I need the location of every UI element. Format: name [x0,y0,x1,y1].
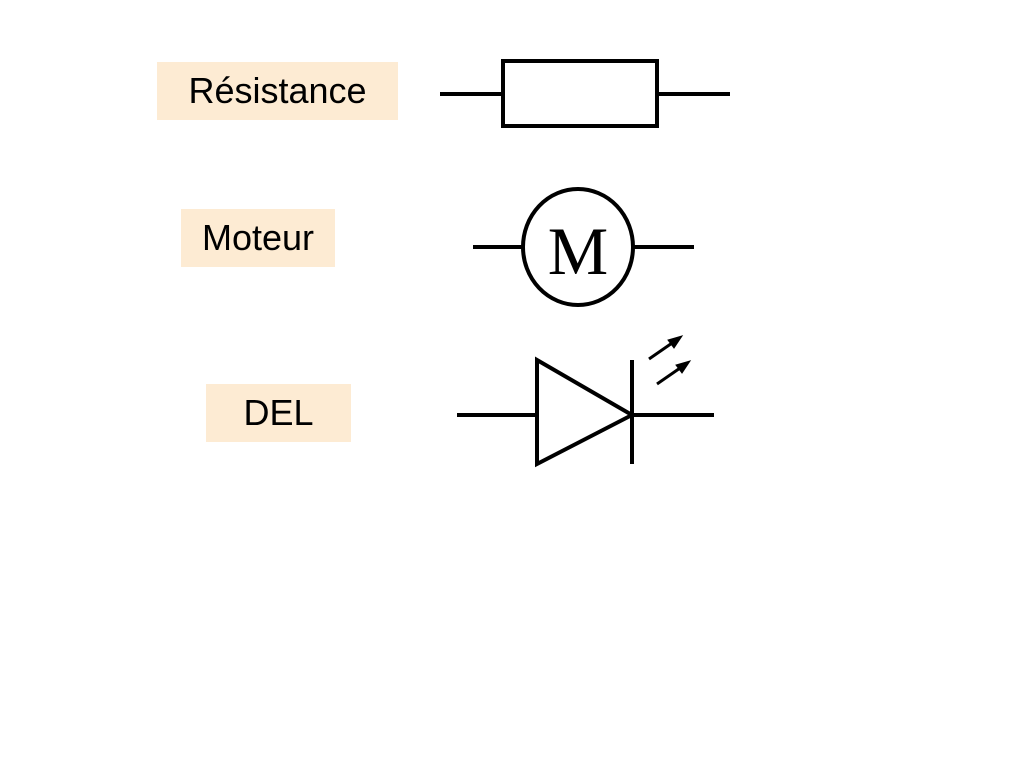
motor-label: Moteur [181,209,335,267]
led-arrowhead-upper [667,335,684,349]
led-arrowhead-lower [675,360,692,374]
led-triangle [535,356,637,468]
resistance-label: Résistance [157,62,398,120]
led-label: DEL [206,384,351,442]
motor-letter: M [548,213,608,289]
